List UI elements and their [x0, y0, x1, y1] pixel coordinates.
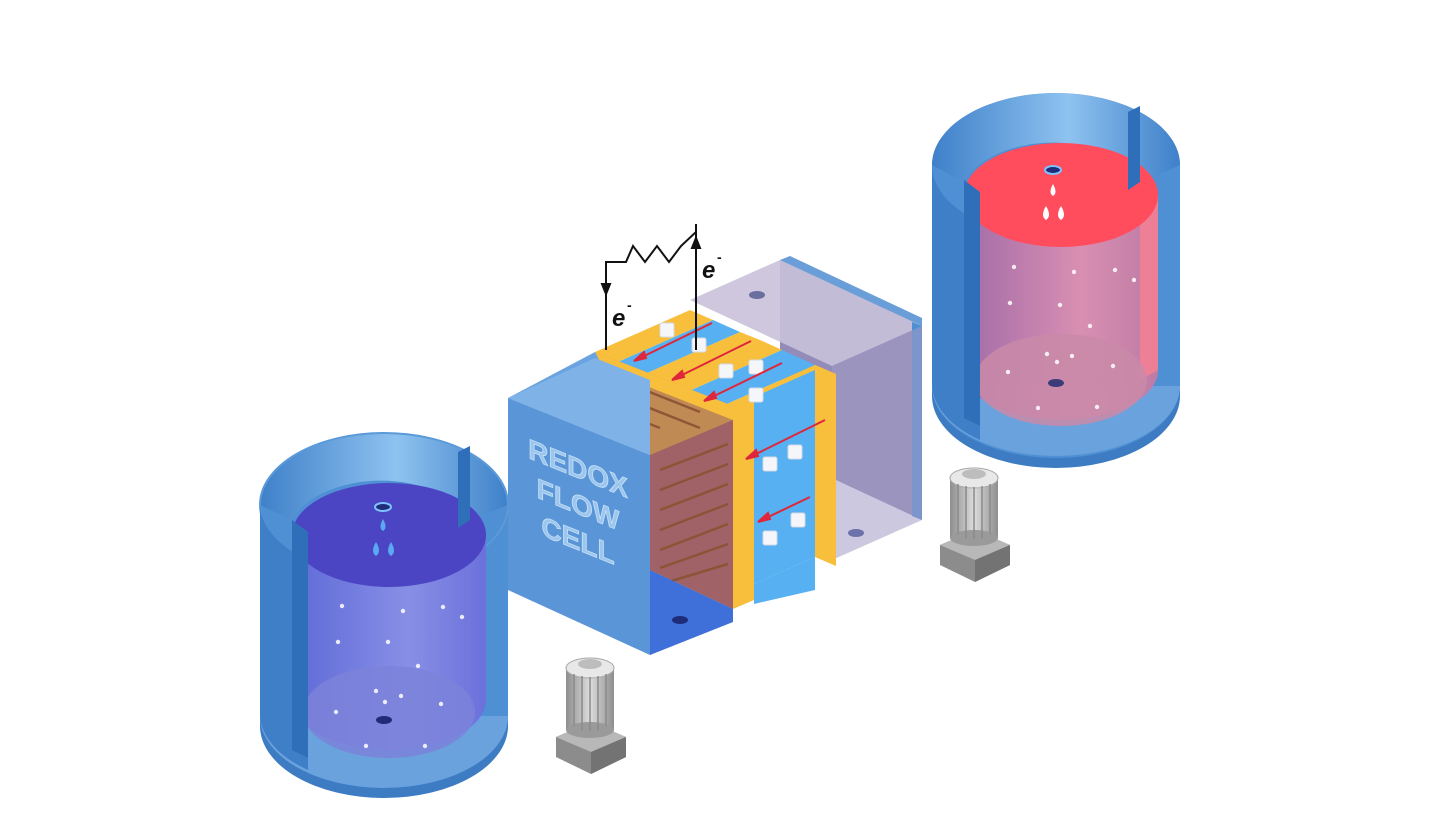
flow-cell: REDOX FLOW CELL [508, 256, 922, 655]
electron-label-right: e [702, 257, 715, 284]
electron-charge-right: - [717, 249, 722, 265]
electron-charge-left: - [627, 297, 632, 313]
tank-left [259, 432, 509, 798]
electron-label-left: e [612, 305, 625, 332]
pump-icon [556, 657, 626, 774]
external-circuit [600, 224, 702, 350]
droplet-icon [373, 519, 394, 556]
ion-cubes [659, 322, 806, 546]
tank-right [931, 93, 1180, 468]
pump-icon [940, 467, 1010, 582]
droplet-icon [1043, 184, 1064, 220]
ion-flow-arrow [633, 322, 826, 523]
